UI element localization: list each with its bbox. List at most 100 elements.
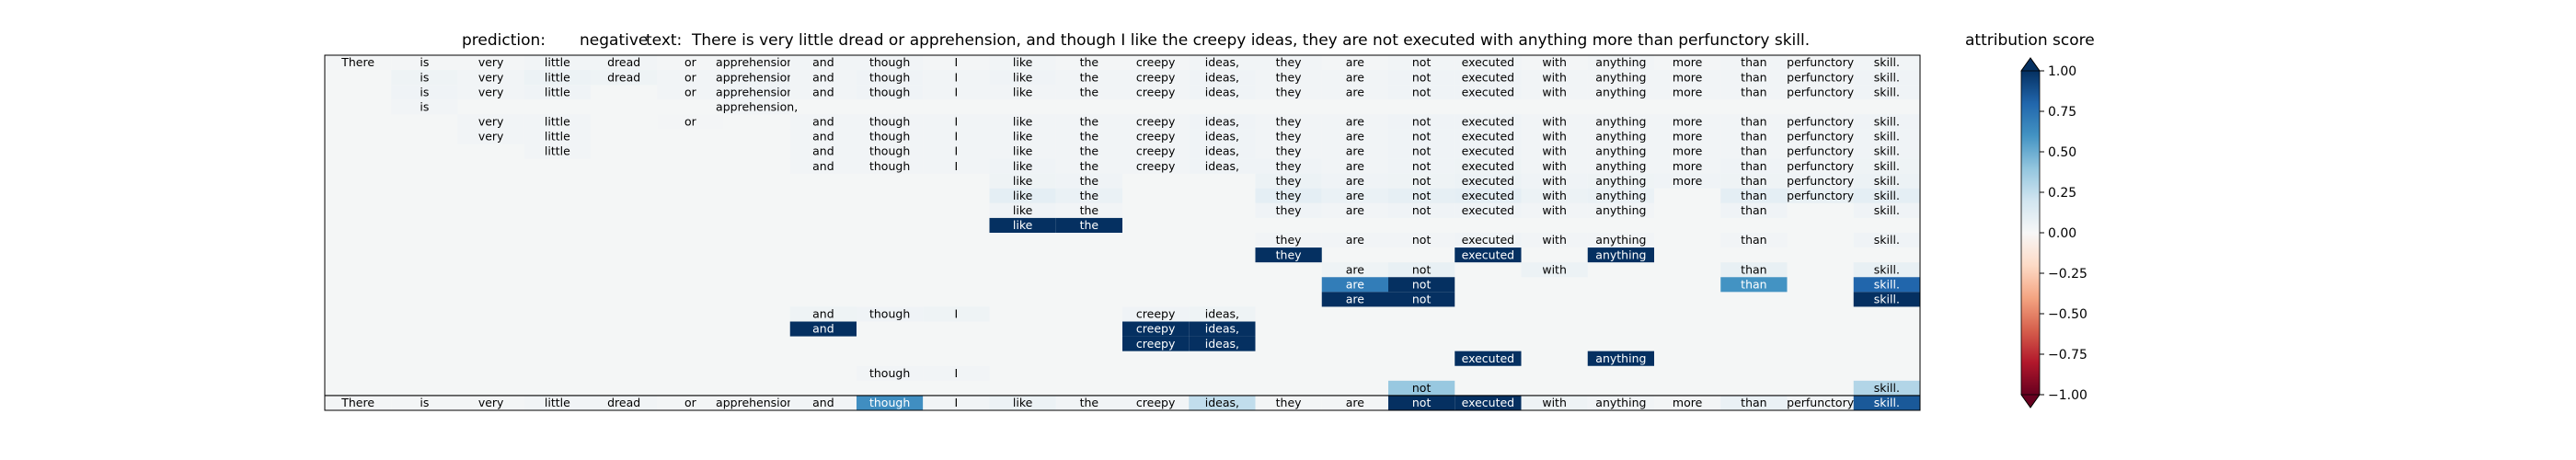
heatmap-row-cell <box>1853 55 1920 71</box>
heatmap-row-cell <box>1521 158 1588 174</box>
heatmap-row-cell <box>923 70 990 86</box>
heatmap-row-cell <box>1122 114 1190 130</box>
heatmap-row-cell <box>1654 144 1721 159</box>
heatmap-row-cell <box>1455 247 1522 263</box>
heatmap-row-cell <box>523 144 591 159</box>
heatmap-row-cell <box>1055 144 1122 159</box>
heatmap-row-token-label: creepy <box>1136 55 1176 69</box>
summary-row-cell <box>1455 395 1522 410</box>
chart-header: prediction: negative text: There is very… <box>0 31 2576 53</box>
heatmap-row-token-label: they <box>1276 130 1303 144</box>
summary-row-token-label: not <box>1412 396 1432 409</box>
heatmap-row-token-label: not <box>1412 174 1432 188</box>
heatmap-row-token-label: they <box>1276 55 1303 69</box>
heatmap-row-token-label: and <box>812 159 834 173</box>
heatmap-row-cell <box>1587 158 1654 174</box>
heatmap-row-cell <box>1189 321 1256 337</box>
heatmap-row-cell <box>1388 292 1455 307</box>
heatmap-row-cell <box>1587 202 1654 218</box>
heatmap-row-token-label: are <box>1346 144 1365 158</box>
heatmap-row-cell <box>923 129 990 144</box>
heatmap-row-token-label: the <box>1080 189 1099 202</box>
heatmap-row-cell <box>391 55 458 71</box>
heatmap-row-token-label: little <box>545 70 570 84</box>
heatmap-row-cell <box>1787 70 1854 86</box>
heatmap-row-token-label: and <box>812 85 834 98</box>
heatmap-row-cell <box>1787 188 1854 203</box>
heatmap-row-cell <box>523 114 591 130</box>
heatmap-row-token-label: are <box>1346 233 1365 247</box>
heatmap-row-cell <box>1189 129 1256 144</box>
heatmap-row-cell <box>1455 144 1522 159</box>
heatmap-row-token-label: the <box>1080 203 1099 217</box>
summary-row-cell <box>657 395 724 410</box>
heatmap-row-token-label: There <box>340 55 374 69</box>
heatmap-row-token-label: though <box>869 159 910 173</box>
heatmap-row-cell <box>1055 55 1122 71</box>
heatmap-row-token-label: are <box>1346 55 1365 69</box>
heatmap-row-cell <box>1654 173 1721 189</box>
heatmap-row-token-label: though <box>869 366 910 380</box>
heatmap-row-token-label: skill. <box>1874 381 1900 395</box>
heatmap-row-token-label: they <box>1276 144 1303 158</box>
colorbar-tick-label: 0.50 <box>2048 145 2076 160</box>
heatmap-row-token-label: skill. <box>1874 233 1900 247</box>
heatmap-row-cell <box>1853 85 1920 100</box>
heatmap-row-token-label: perfunctory <box>1787 159 1855 173</box>
heatmap-row-cell <box>523 55 591 71</box>
heatmap-row-cell <box>789 321 857 337</box>
heatmap-row-cell <box>457 55 524 71</box>
heatmap-row-cell <box>523 129 591 144</box>
heatmap-row-cell <box>325 55 392 71</box>
heatmap-row-token-label: or <box>684 70 697 84</box>
heatmap-row-cell <box>1787 144 1854 159</box>
summary-row-token-label: ideas, <box>1205 396 1239 409</box>
heatmap-row-cell <box>1055 129 1122 144</box>
heatmap-row-cell <box>1521 262 1588 278</box>
heatmap-row-cell <box>923 114 990 130</box>
heatmap-row-token-label: though <box>869 307 910 321</box>
heatmap-row-cell <box>1055 158 1122 174</box>
heatmap-row-cell <box>1122 321 1190 337</box>
heatmap-row-token-label: than <box>1741 70 1766 84</box>
heatmap-row-cell <box>1189 336 1256 351</box>
heatmap-row-token-label: perfunctory <box>1787 115 1855 129</box>
heatmap-row-token-label: skill. <box>1874 159 1900 173</box>
heatmap-row-cell <box>1455 158 1522 174</box>
summary-row-token-label: little <box>545 396 570 409</box>
summary-row-token-label: more <box>1673 396 1703 409</box>
heatmap-row-token-label: the <box>1080 218 1099 232</box>
heatmap-row-token-label: is <box>420 55 429 69</box>
heatmap-row-token-label: executed <box>1462 189 1515 202</box>
heatmap-row-token-label: more <box>1673 55 1703 69</box>
heatmap-row-cell <box>1122 129 1190 144</box>
heatmap-row-token-label: anything <box>1595 233 1646 247</box>
heatmap-row-token-label: executed <box>1462 85 1515 98</box>
heatmap-row-cell <box>1388 114 1455 130</box>
heatmap-row-token-label: like <box>1013 159 1033 173</box>
heatmap-row-token-label: apprehension, <box>716 55 798 69</box>
heatmap-row-token-label: more <box>1673 115 1703 129</box>
heatmap-row-cell <box>391 70 458 86</box>
heatmap-row-cell <box>1853 70 1920 86</box>
heatmap-row-token-label: like <box>1013 130 1033 144</box>
summary-row-token-label: There <box>340 396 374 409</box>
heatmap-row-cell <box>1255 202 1322 218</box>
heatmap-row-cell <box>1455 114 1522 130</box>
summary-row-token-label: they <box>1276 396 1303 409</box>
heatmap-row-token-label: executed <box>1462 174 1515 188</box>
heatmap-row-cell <box>1388 129 1455 144</box>
heatmap-row-cell <box>1255 70 1322 86</box>
heatmap-row-cell <box>1055 202 1122 218</box>
heatmap-row-token-label: I <box>955 366 959 380</box>
heatmap-row-token-label: with <box>1542 189 1567 202</box>
heatmap-row-token-label: with <box>1542 85 1567 98</box>
heatmap-row-token-label: perfunctory <box>1787 55 1855 69</box>
heatmap-row-token-label: they <box>1276 247 1303 261</box>
heatmap-row-cell <box>789 306 857 322</box>
summary-row-token-label: executed <box>1462 396 1515 409</box>
heatmap-row-cell <box>1654 114 1721 130</box>
heatmap-row-token-label: little <box>545 85 570 98</box>
heatmap-row-token-label: the <box>1080 130 1099 144</box>
heatmap-row-cell <box>857 144 924 159</box>
